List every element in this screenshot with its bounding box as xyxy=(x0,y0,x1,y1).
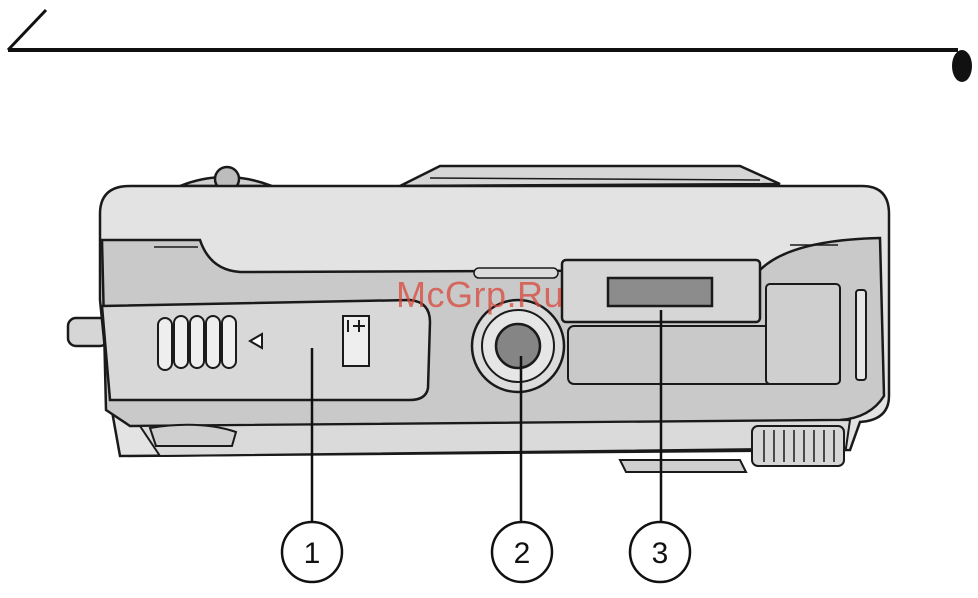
header-corner-mark xyxy=(8,10,46,50)
grip-ridges xyxy=(752,426,844,466)
callout-2: 2 xyxy=(492,522,552,582)
foot-right xyxy=(620,460,746,472)
top-plate-hump xyxy=(400,166,780,186)
viewfinder-window xyxy=(608,278,712,306)
tripod-socket xyxy=(496,324,540,368)
callout-3: 3 xyxy=(630,522,690,582)
callout-number: 1 xyxy=(304,537,321,570)
page-header-rule xyxy=(8,10,972,82)
callout-number: 3 xyxy=(652,537,669,570)
callout-1: 1 xyxy=(282,522,342,582)
callout-number: 2 xyxy=(514,537,531,570)
battery-door xyxy=(102,300,430,400)
foot-left xyxy=(150,425,236,446)
camera-body xyxy=(68,166,889,472)
side-panel xyxy=(766,284,840,384)
battery-icon xyxy=(343,316,369,366)
header-end-dot xyxy=(952,50,972,82)
battery-door-grip xyxy=(158,316,236,370)
watermark: McGrp.Ru xyxy=(396,274,564,316)
side-slot xyxy=(856,290,866,380)
